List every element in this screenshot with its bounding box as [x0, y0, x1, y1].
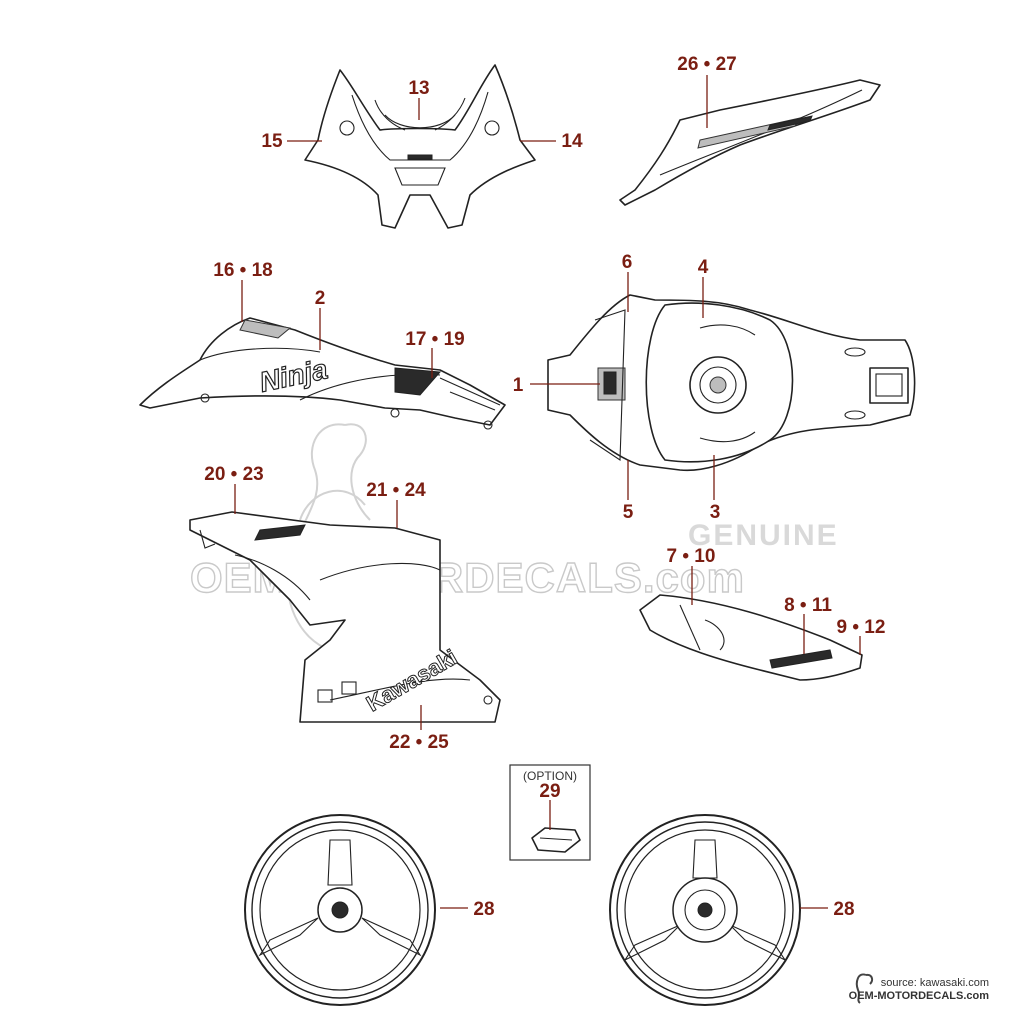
callout-5: 5: [623, 502, 634, 523]
callout-6: 6: [622, 252, 633, 273]
callout-4: 4: [698, 257, 709, 278]
under-cowl: [639, 594, 863, 681]
callout-26-27: 26 • 27: [677, 54, 736, 75]
callout-2: 2: [315, 288, 326, 309]
callout-16-18: 16 • 18: [213, 260, 272, 281]
leader-lines: [234, 75, 861, 909]
callout-15: 15: [261, 131, 283, 152]
callout-8-11: 8 • 11: [784, 595, 832, 616]
callouts: 13 15 14 26 • 27 16 • 18 2 17 • 19 6 4 1…: [204, 54, 885, 920]
footer-site: OEM-MOTORDECALS.com: [849, 990, 990, 1002]
callout-7-10: 7 • 10: [667, 546, 716, 567]
wheel-right: [609, 814, 801, 1006]
callout-17-19: 17 • 19: [405, 329, 464, 350]
upper-cowl: [304, 64, 536, 229]
callout-29: 29: [539, 781, 560, 802]
middle-fairing: Kawasaki: [189, 511, 501, 723]
flamingo-logo-icon: [855, 973, 874, 1004]
callout-22-25: 22 • 25: [389, 732, 449, 753]
callout-21-24: 21 • 24: [366, 480, 426, 501]
seat-cowl: [619, 79, 881, 206]
footer-source: source: kawasaki.com: [881, 977, 989, 989]
callout-13: 13: [408, 78, 429, 99]
watermark-genuine: GENUINE: [688, 519, 839, 552]
callout-14: 14: [561, 131, 583, 152]
option-label: (OPTION): [523, 769, 577, 783]
footer: source: kawasaki.com OEM-MOTORDECALS.com: [849, 973, 990, 1004]
wheel-left: [244, 814, 436, 1006]
callout-28-left: 28: [473, 899, 494, 920]
watermark-flamingo-icon: [286, 423, 371, 651]
callout-20-23: 20 • 23: [204, 464, 263, 485]
left-side-fairing: Ninja: [139, 317, 506, 430]
callout-3: 3: [710, 502, 721, 523]
callout-9-12: 9 • 12: [837, 617, 886, 638]
callout-28-right: 28: [833, 899, 854, 920]
fuel-tank: [547, 294, 916, 472]
callout-1: 1: [513, 375, 524, 396]
